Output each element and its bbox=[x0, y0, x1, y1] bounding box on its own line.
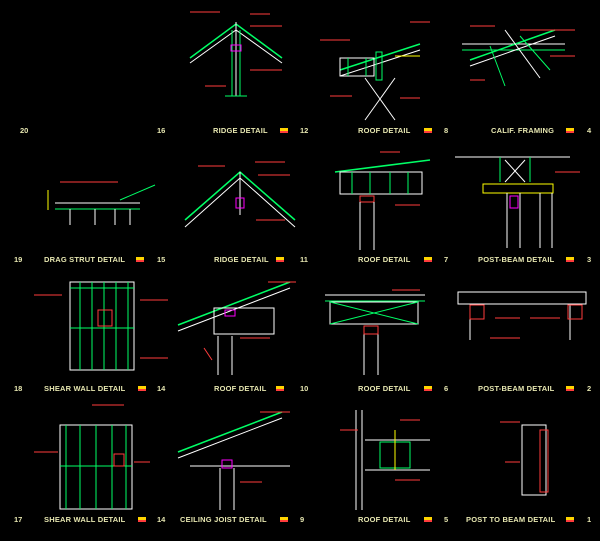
post-beam-3-drawing bbox=[455, 156, 580, 248]
detail-ref-8: 8 bbox=[444, 126, 449, 135]
detail-ref-6: 6 bbox=[444, 384, 449, 393]
post-beam-2-drawing bbox=[457, 291, 587, 340]
detail-title-roof-8: ROOF DETAIL bbox=[358, 126, 411, 135]
shear-wall-row4-drawing bbox=[34, 404, 150, 510]
detail-title-post-to-beam: POST TO BEAM DETAIL bbox=[466, 515, 556, 524]
detail-ref-12: 12 bbox=[300, 126, 309, 135]
detail-title-roof-7: ROOF DETAIL bbox=[358, 255, 411, 264]
detail-number-17: 17 bbox=[14, 515, 23, 524]
detail-ref-15: 15 bbox=[157, 255, 166, 264]
detail-title-roof-10: ROOF DETAIL bbox=[214, 384, 267, 393]
ceiling-joist-9-drawing bbox=[177, 411, 290, 510]
detail-ref-5: 5 bbox=[444, 515, 449, 524]
detail-number-16: 16 bbox=[157, 126, 166, 135]
detail-title-post-beam-3: POST-BEAM DETAIL bbox=[478, 255, 555, 264]
roof-detail-10-drawing bbox=[177, 281, 296, 375]
roof-detail-7-drawing bbox=[334, 151, 431, 250]
ridge-detail-11-drawing bbox=[184, 161, 296, 228]
detail-ref-7: 7 bbox=[444, 255, 449, 264]
detail-ref-14-row4: 14 bbox=[157, 515, 166, 524]
detail-ref-10: 10 bbox=[300, 384, 309, 393]
detail-ref-2: 2 bbox=[587, 384, 592, 393]
drag-strut-15-drawing bbox=[47, 181, 156, 225]
detail-title-drag-strut: DRAG STRUT DETAIL bbox=[44, 255, 126, 264]
detail-title-ridge-11: RIDGE DETAIL bbox=[214, 255, 269, 264]
roof-detail-5-drawing bbox=[340, 410, 430, 510]
shear-wall-14-drawing bbox=[34, 281, 168, 371]
detail-title-shear-wall: SHEAR WALL DETAIL bbox=[44, 384, 126, 393]
detail-title-ceiling-joist: CEILING JOIST DETAIL bbox=[180, 515, 267, 524]
detail-ref-4: 4 bbox=[587, 126, 592, 135]
detail-number-20: 20 bbox=[20, 126, 29, 135]
detail-number-18: 18 bbox=[14, 384, 23, 393]
detail-title-ridge-12: RIDGE DETAIL bbox=[213, 126, 268, 135]
detail-number-19: 19 bbox=[14, 255, 23, 264]
detail-ref-1: 1 bbox=[587, 515, 592, 524]
detail-ref-9: 9 bbox=[300, 515, 305, 524]
detail-title-post-beam-2: POST-BEAM DETAIL bbox=[478, 384, 555, 393]
roof-detail-6-drawing bbox=[325, 289, 425, 375]
detail-title-calif-framing-4: CALIF. FRAMING bbox=[491, 126, 555, 135]
detail-title-roof-5: ROOF DETAIL bbox=[358, 515, 411, 524]
post-to-beam-1-drawing bbox=[500, 421, 549, 496]
detail-ref-14: 14 bbox=[157, 384, 166, 393]
detail-title-roof-6: ROOF DETAIL bbox=[358, 384, 411, 393]
calif-framing-4-drawing bbox=[462, 25, 575, 87]
ridge-detail-12-drawing bbox=[189, 11, 283, 97]
detail-ref-11: 11 bbox=[300, 255, 308, 264]
roof-detail-8-drawing bbox=[320, 21, 430, 121]
detail-title-shear-wall-row4: SHEAR WALL DETAIL bbox=[44, 515, 126, 524]
detail-ref-3: 3 bbox=[587, 255, 592, 264]
